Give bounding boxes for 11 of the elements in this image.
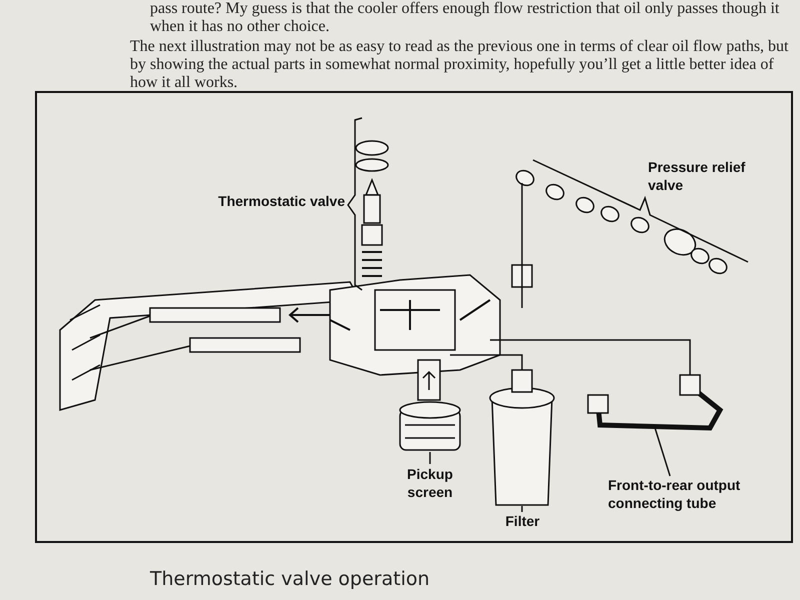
leader-line — [654, 428, 671, 476]
part-label: Pressure relief valve — [648, 158, 746, 194]
part-label: Filter — [500, 512, 545, 530]
part-label: Front-to-rear output connecting tube — [608, 476, 778, 512]
paragraph: The next illustration may not be as easy to read as the previous one in terms of clear oil flow paths, but by showing the actual parts in somewhat normal proximity, hopefully you’ll get a little better idea of how it all works. — [130, 38, 790, 92]
leader-line — [521, 506, 523, 512]
leader-line — [429, 452, 431, 464]
part-label: Pickup screen — [395, 465, 465, 501]
part-label: Thermostatic valve — [217, 192, 345, 210]
paragraph: pass route? My guess is that the cooler offers enough flow restriction that oil only passes though it when it has no other choice. — [150, 0, 780, 36]
figure-caption: Thermostatic valve operation — [150, 568, 430, 590]
